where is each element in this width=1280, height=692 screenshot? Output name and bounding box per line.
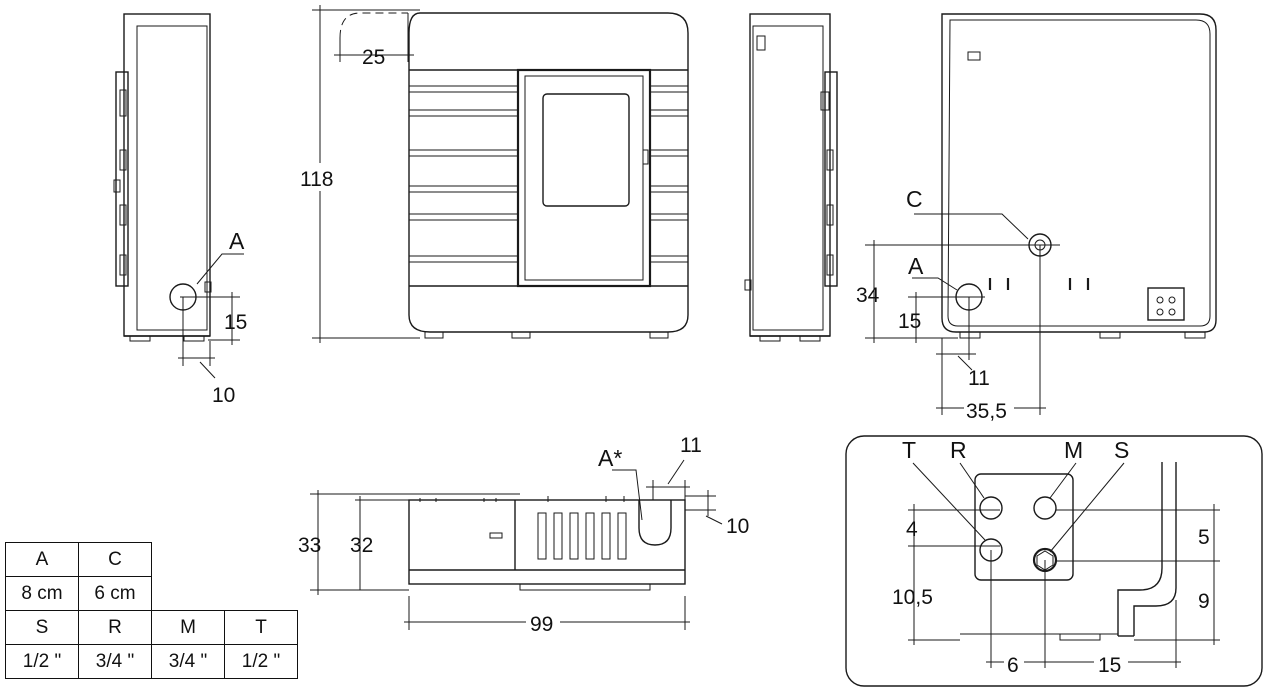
connection-r xyxy=(979,496,1003,520)
stove-door xyxy=(516,68,652,288)
dim-11-top: 11 xyxy=(680,434,702,457)
table-cell: C xyxy=(78,542,152,577)
dim-34-rear: 34 xyxy=(856,284,880,307)
connection-m xyxy=(1033,496,1057,520)
label-r: R xyxy=(950,437,967,463)
table-cell-empty xyxy=(152,577,225,611)
table-cell: 8 cm xyxy=(5,576,79,611)
front-view: 25 118 xyxy=(300,5,689,343)
dim-99-top: 99 xyxy=(530,613,553,636)
dim-105-detail: 10,5 xyxy=(892,586,933,609)
connection-spec-table: A C 8 cm 6 cm S R M T 1/2 " 3/4 " 3/4 " … xyxy=(5,542,298,679)
table-row: A C xyxy=(5,542,298,577)
dim-11-rear: 11 xyxy=(968,367,990,390)
label-a-rear: A xyxy=(908,253,924,279)
dim-10-top: 10 xyxy=(726,515,749,538)
dim-355-rear: 35,5 xyxy=(966,400,1007,423)
table-cell-empty xyxy=(152,543,225,577)
table-cell: 3/4 " xyxy=(151,644,225,679)
dim-15-detail: 15 xyxy=(1098,654,1121,677)
dim-32-top: 32 xyxy=(350,534,373,557)
dim-25-front: 25 xyxy=(362,46,385,69)
table-row: 8 cm 6 cm xyxy=(5,576,298,611)
left-side-view: A 15 10 xyxy=(113,13,247,407)
table-cell: R xyxy=(78,610,152,645)
top-view: A* 11 10 33 32 99 xyxy=(298,434,749,636)
table-cell: 1/2 " xyxy=(5,644,79,679)
dim-33-top: 33 xyxy=(298,534,321,557)
dim-6-detail: 6 xyxy=(1007,654,1019,677)
table-cell: 1/2 " xyxy=(224,644,298,679)
door-window xyxy=(542,93,630,207)
dim-15-side: 15 xyxy=(224,311,247,334)
label-m: M xyxy=(1064,437,1083,463)
table-row: S R M T xyxy=(5,610,298,645)
dim-118-front: 118 xyxy=(300,168,333,191)
table-cell-empty xyxy=(225,577,298,611)
table-cell: S xyxy=(5,610,79,645)
label-c-rear: C xyxy=(906,186,923,212)
dim-9-detail: 9 xyxy=(1198,590,1210,613)
table-row: 1/2 " 3/4 " 3/4 " 1/2 " xyxy=(5,644,298,679)
table-cell: T xyxy=(224,610,298,645)
connection-detail-view: T R M S 4 10,5 5 9 6 15 xyxy=(845,435,1263,687)
label-a-side: A xyxy=(229,228,245,254)
table-cell-empty xyxy=(225,543,298,577)
right-side-view xyxy=(744,13,838,342)
label-t: T xyxy=(902,437,916,463)
table-cell: M xyxy=(151,610,225,645)
table-cell: A xyxy=(5,542,79,577)
dim-15-rear: 15 xyxy=(898,310,921,333)
table-cell: 6 cm xyxy=(78,576,152,611)
label-a-star: A* xyxy=(598,445,622,471)
dim-5-detail: 5 xyxy=(1198,526,1210,549)
table-cell: 3/4 " xyxy=(78,644,152,679)
dim-10-side: 10 xyxy=(212,384,235,407)
connection-plate xyxy=(974,473,1074,581)
dim-4-detail: 4 xyxy=(906,518,918,541)
label-s: S xyxy=(1114,437,1129,463)
rear-view: C A 34 15 11 35,5 xyxy=(856,13,1217,423)
